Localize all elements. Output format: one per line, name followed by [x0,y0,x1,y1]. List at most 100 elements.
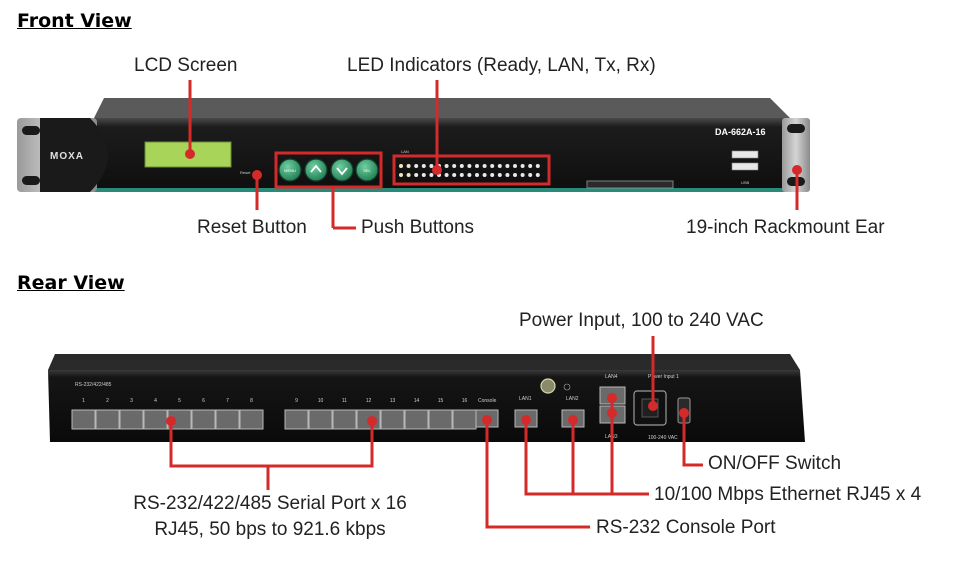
lan1-dot [521,415,531,425]
lan1-text: LAN1 [519,396,532,402]
reset-leader-dot [252,170,262,180]
front-callouts [188,80,799,230]
serial-port-number: 14 [414,398,420,404]
serial-port-number: 1 [82,398,85,404]
serial-port-number: 3 [130,398,133,404]
serial-port [215,409,240,430]
menu-button-text: MENU [284,168,296,173]
led-dot [467,164,472,168]
lan4-dot [607,393,617,403]
model-name: DA-662A-16 [715,127,766,137]
led-dot [513,164,517,168]
up-button[interactable] [304,158,328,182]
led-dot [444,173,449,177]
console-leader [485,420,590,529]
led-dot [421,164,426,168]
serial-port [239,409,264,430]
serial-port-number: 16 [462,398,468,404]
reset-button-label: Reset Button [197,217,307,238]
chevron-up-icon [310,164,322,173]
led-dot [520,173,525,177]
led-dot [482,164,487,168]
sel-button-text: SEL [363,168,371,173]
serial-port-number: 11 [342,398,347,404]
console-port-label: RS-232 Console Port [596,517,776,538]
usb-port-1 [731,150,759,159]
serial-port-label: RS-232/422/485 Serial Port x 16 RJ45, 50… [110,493,430,541]
serial-port-number: 4 [154,398,157,404]
ethernet-leader [524,420,649,496]
lan2-dot [568,415,578,425]
serial-port-number: 13 [390,398,396,404]
push-button-group: MENU SEL [278,158,379,182]
serial-port-number: 9 [295,398,298,404]
led-dot [429,164,434,168]
lcd-leader-dot [185,149,195,159]
front-view-title: Front View [17,10,132,32]
power-input-text: Power Input 1 [648,374,679,380]
serial-port [95,409,120,430]
right-rack-ear [782,118,810,192]
led-dot [505,173,510,177]
led-dot [535,173,540,177]
switch-dot [679,408,689,418]
push-buttons-highlight [274,151,383,189]
serial-port-number: 12 [366,398,372,404]
led-dot [452,173,457,177]
sel-button[interactable] [355,158,379,182]
serial-bracket [169,423,374,468]
led-dot [467,173,472,177]
led-dot [429,173,434,177]
serial-port [452,409,477,430]
rackmount-ear-label: 19-inch Rackmount Ear [686,217,885,238]
serial-port-number: 5 [178,398,181,404]
led-dot [421,173,426,177]
down-button[interactable] [330,158,354,182]
led-dot [490,173,495,177]
led-dot [444,164,449,168]
serial-port-number: 2 [106,398,109,404]
ear-leader-dot [792,165,802,175]
lan3-dot [607,408,617,418]
led-leader-dot [432,165,442,175]
led-dot [490,164,495,168]
serial-port [71,409,96,430]
lcd-screen-label: LCD Screen [134,55,238,76]
serial-dot-left [166,416,176,426]
lan4-text: LAN4 [605,374,618,380]
usb-text: USB [741,180,750,185]
led-dot [399,164,403,168]
led-dot [482,173,487,177]
serial-dot-right [367,416,377,426]
led-dot [414,164,419,168]
console-port-text: Console [478,398,497,404]
led-dot [513,173,517,177]
rear-view-title: Rear View [17,272,125,294]
led-dot [528,164,533,168]
led-dot [459,173,464,177]
switch-leader [682,413,703,467]
led-dot [497,173,502,177]
serial-port-number: 6 [202,398,205,404]
on-off-switch-label: ON/OFF Switch [708,453,842,474]
front-panel: MOXA Reset MENU SEL LAN DA-662A-16 USB [17,98,810,192]
usb-port-2 [731,162,759,171]
serial-group-text: RS-232/422/485 [75,382,112,388]
menu-button[interactable] [278,158,302,182]
led-dot [505,164,510,168]
console-dot [482,415,492,425]
voltage-text: 100-240 VAC [648,435,678,441]
serial-port-number: 10 [318,398,324,404]
led-dot [414,173,419,177]
led-dot [475,173,479,177]
led-indicators-highlight [392,154,551,186]
serial-port [308,409,333,430]
led-dot [497,164,502,168]
led-dot [459,164,464,168]
serial-port [119,409,144,430]
led-dot [520,164,525,168]
power-input-label: Power Input, 100 to 240 VAC [519,310,764,331]
serial-port [284,409,309,430]
